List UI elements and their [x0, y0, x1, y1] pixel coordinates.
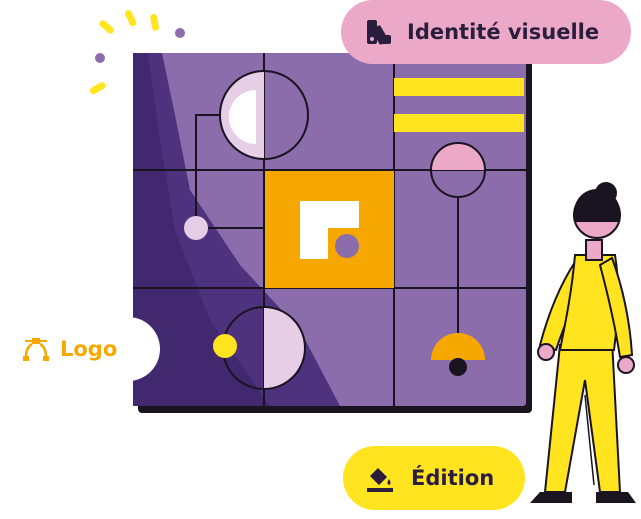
person-illustration	[530, 182, 636, 503]
confetti-decoration	[89, 10, 185, 95]
vector-pen-icon	[22, 337, 50, 361]
edition-badge[interactable]: Édition	[343, 446, 525, 510]
logo-badge[interactable]: Logo	[0, 317, 160, 381]
identite-visuelle-badge[interactable]: Identité visuelle	[341, 0, 631, 64]
logo-label: Logo	[60, 337, 118, 361]
identite-visuelle-label: Identité visuelle	[407, 20, 600, 44]
paint-bucket-icon	[365, 463, 395, 493]
palette-swatch-icon	[365, 18, 393, 46]
edition-label: Édition	[411, 466, 495, 490]
board	[133, 53, 532, 413]
